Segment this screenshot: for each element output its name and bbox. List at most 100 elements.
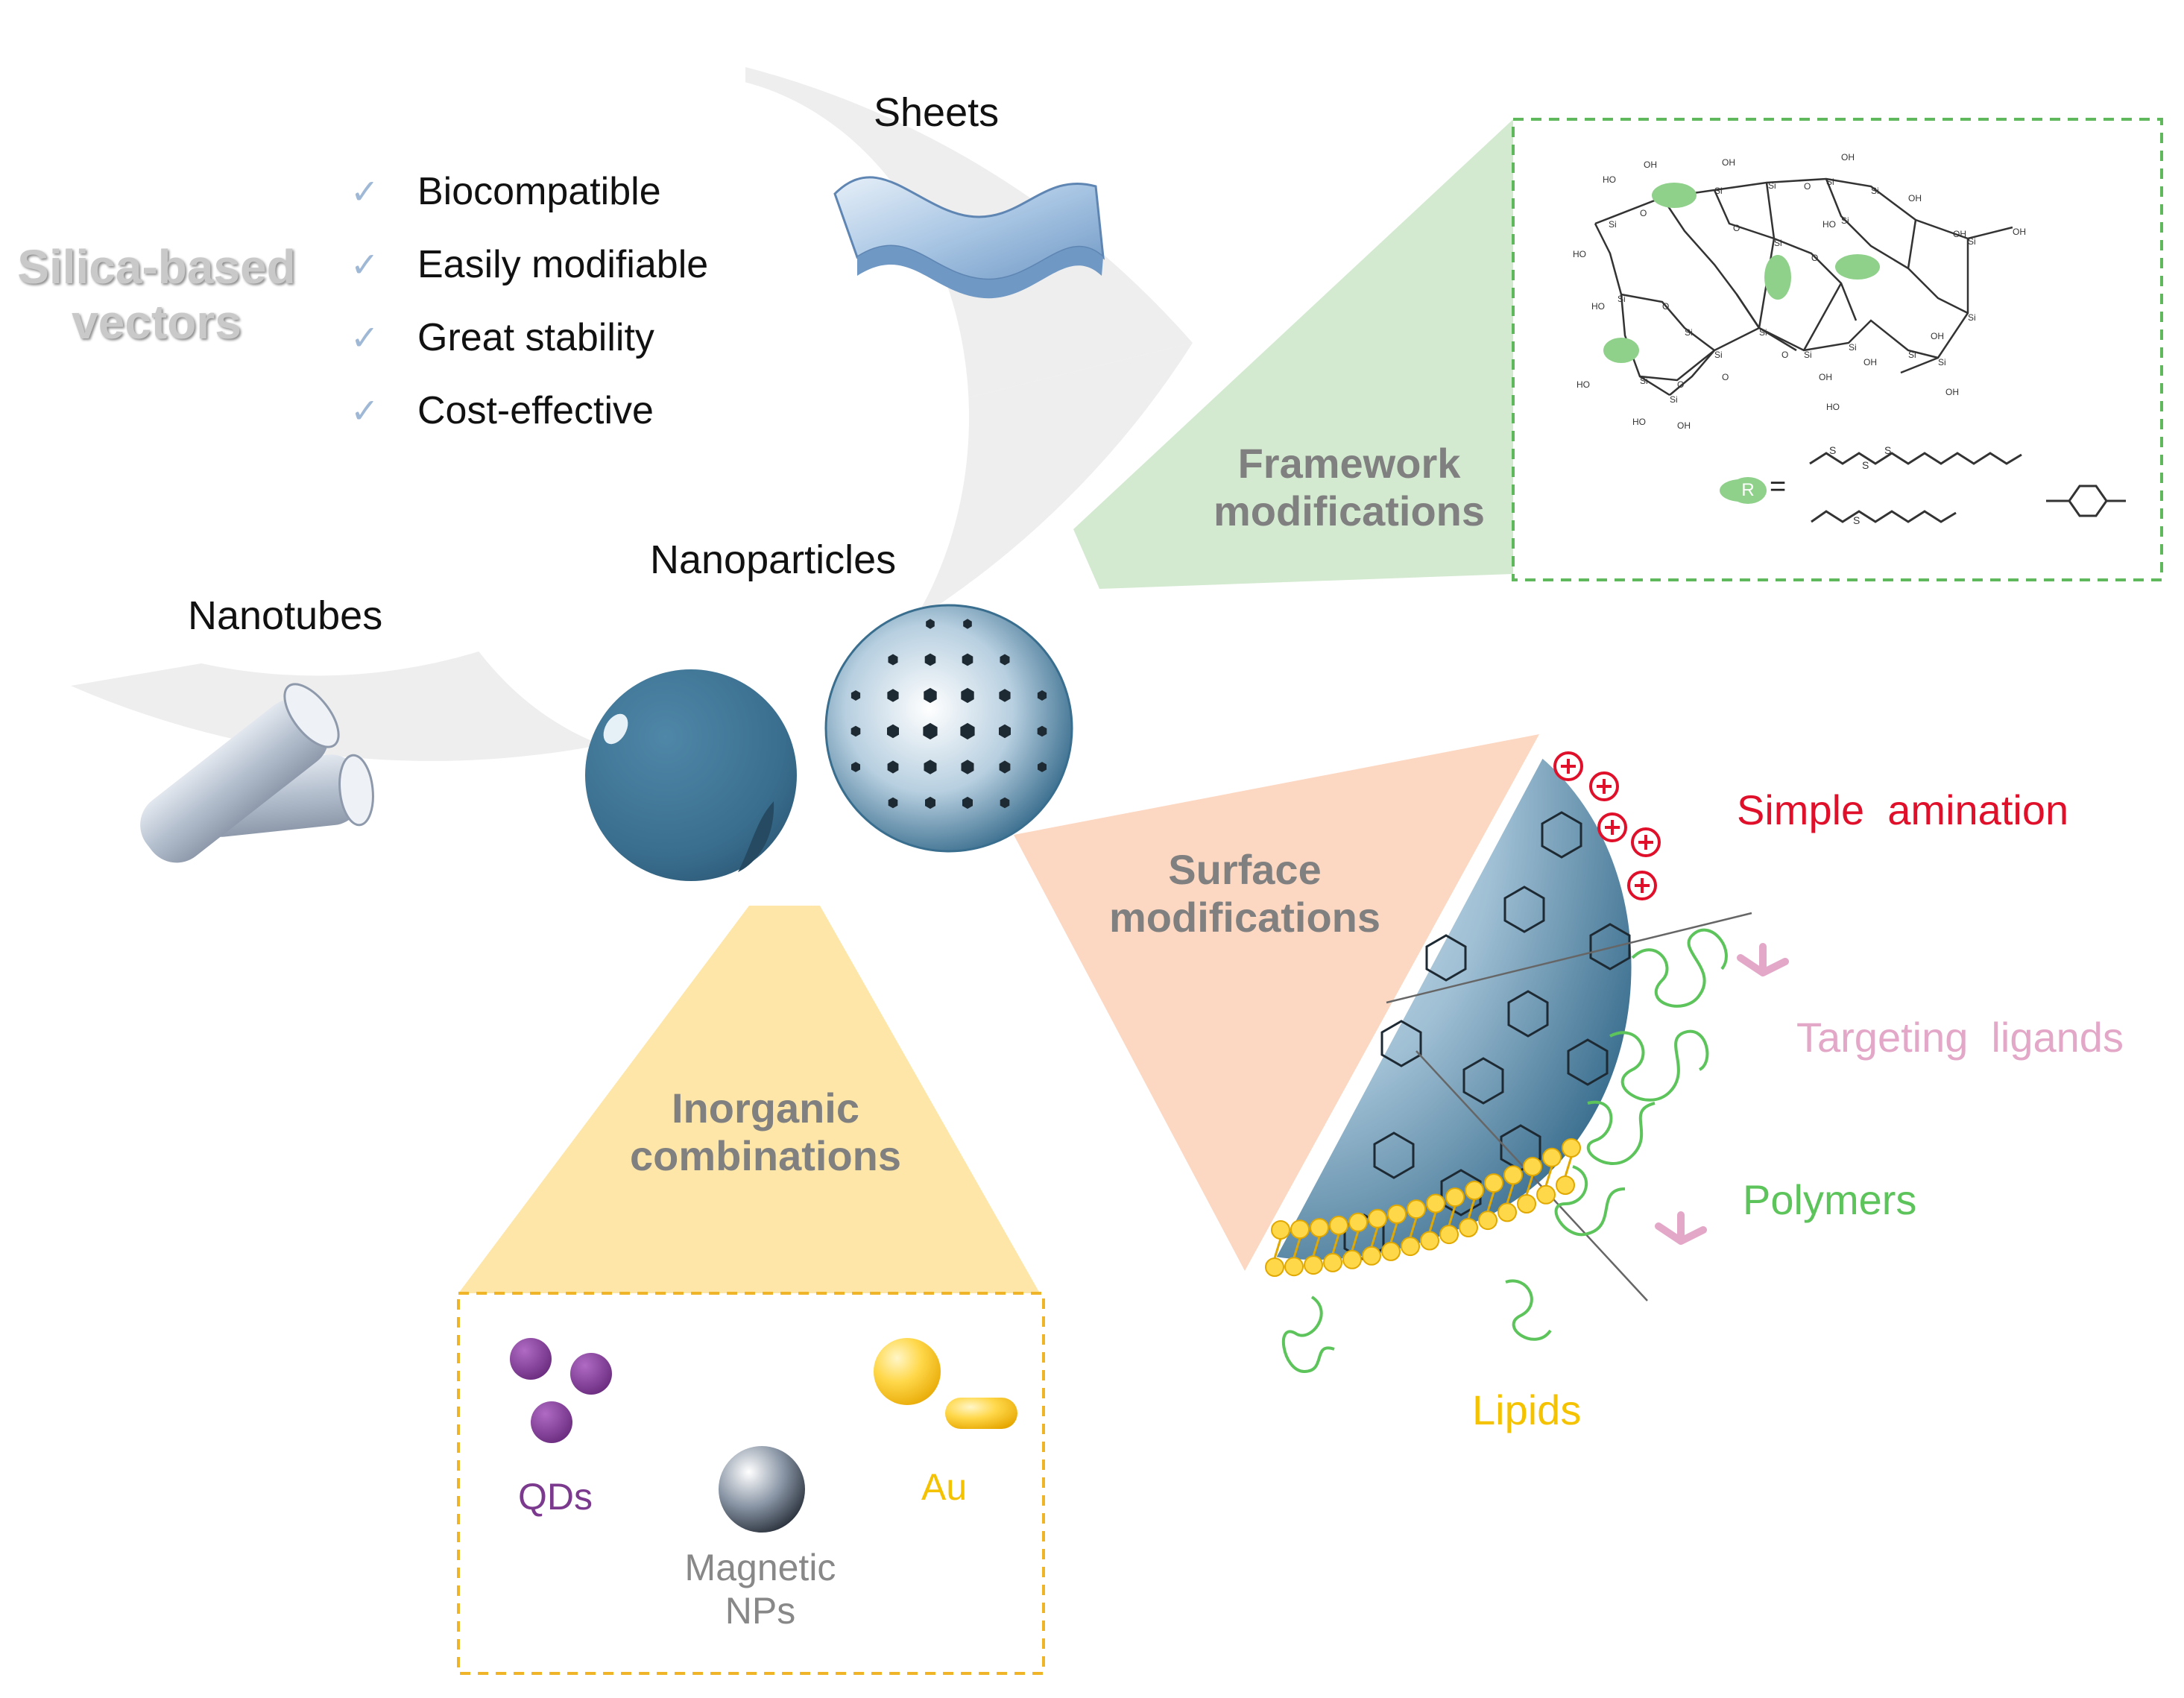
atom-label: HO [1603, 174, 1616, 185]
lipid-tail [1506, 1183, 1515, 1204]
lipid-head [1497, 1202, 1517, 1222]
pore [1507, 990, 1549, 1038]
lipid-head [1342, 1249, 1362, 1269]
pore [926, 619, 935, 629]
sulfur-label: S [1853, 514, 1860, 526]
lipid-head [1362, 1246, 1381, 1266]
magnetic-label-line2: NPs [725, 1589, 796, 1632]
pore [924, 760, 937, 774]
atom-label: Si [1871, 186, 1879, 196]
lipid-tail [1273, 1238, 1282, 1259]
lipid-tail [1564, 1156, 1573, 1177]
lipid-head [1439, 1225, 1459, 1245]
lipid-tail [1544, 1166, 1553, 1187]
atom-label: Si [1826, 177, 1834, 187]
list-item: ✓ Great stability [350, 312, 654, 364]
title: Silica-based vectors [7, 240, 306, 350]
atom-label: OH [2013, 227, 2026, 237]
lipid-head [1407, 1199, 1426, 1219]
lipid-head [1523, 1157, 1542, 1176]
atom-label: Si [1774, 238, 1782, 248]
porous-nanoparticle [824, 604, 1073, 853]
atom-label: HO [1826, 402, 1840, 412]
pore [924, 653, 936, 666]
framework-label: Framework modifications [1200, 440, 1498, 536]
property-cost-effective: Cost-effective [417, 389, 654, 432]
lipid-tail [1293, 1237, 1301, 1258]
atom-label: Si [1714, 186, 1723, 196]
property-great-stability: Great stability [417, 316, 654, 359]
lipid-head [1401, 1237, 1420, 1257]
gold-nanoparticles [874, 1338, 1017, 1429]
lipid-tail [1428, 1212, 1437, 1232]
lipid-head [1536, 1184, 1556, 1205]
pore [888, 797, 898, 809]
lipid-bilayer [1265, 1138, 1581, 1277]
lipid-head [1478, 1211, 1497, 1231]
atom-label: OH [1931, 331, 1944, 341]
check-icon: ✓ [350, 244, 379, 285]
nanotubes-label: Nanotubes [188, 593, 383, 638]
lipid-head [1484, 1173, 1503, 1193]
atom-label: OH [1722, 157, 1735, 168]
atom-label: Si [1609, 219, 1617, 230]
lipid-tail [1525, 1175, 1534, 1196]
lipid-head [1387, 1204, 1407, 1224]
pore [925, 796, 935, 809]
atom-label: HO [1632, 417, 1646, 427]
lipid-head [1465, 1181, 1484, 1200]
atom-label: O [1662, 301, 1670, 312]
nanotube-graphic [140, 683, 374, 863]
inorganic-label: Inorganic combinations [616, 1085, 915, 1181]
pore [1541, 811, 1582, 859]
pore [999, 760, 1011, 774]
atom-label: Si [1670, 394, 1678, 405]
amination-plus-signs [1561, 759, 1653, 893]
pore [1037, 690, 1047, 701]
lipid-head [1445, 1187, 1465, 1208]
atom-label: O [1722, 372, 1729, 382]
lipid-head [1310, 1218, 1329, 1238]
targeting-ligands-label: Targeting ligands [1796, 1014, 2124, 1061]
lipid-head [1517, 1194, 1536, 1213]
pore [999, 724, 1011, 739]
plain-nanoparticle [585, 669, 797, 881]
pore [888, 654, 898, 666]
atom-label: Si [1618, 294, 1626, 304]
magnetic-nps-label: Magnetic NPs [656, 1547, 865, 1632]
atom-label: OH [1945, 387, 1959, 397]
atom-label: O [1640, 208, 1647, 218]
lipid-head [1348, 1212, 1368, 1232]
lipid-head [1562, 1138, 1581, 1158]
framework-label-line1: Framework [1237, 440, 1461, 487]
pore [1000, 797, 1010, 809]
pore [1440, 1169, 1482, 1216]
pore [923, 722, 938, 740]
pore [1567, 1038, 1609, 1086]
inorganic-label-line2: combinations [629, 1132, 902, 1180]
title-line2: vectors [72, 294, 242, 349]
lipid-head [1459, 1218, 1478, 1237]
pore [924, 687, 937, 704]
lipid-head [1426, 1193, 1445, 1213]
pore [963, 619, 972, 629]
inorganic-wedge [458, 906, 1040, 1293]
lipid-tail [1409, 1217, 1418, 1238]
polymer-chains [1281, 928, 1728, 1374]
lipid-tail [1486, 1191, 1495, 1212]
pore [887, 724, 899, 739]
pore [960, 722, 975, 740]
pore [1380, 1020, 1422, 1067]
lipid-head [1290, 1219, 1310, 1240]
atom-label: OH [1863, 357, 1877, 367]
nanoparticles-label: Nanoparticles [650, 537, 897, 582]
lipid-tail [1389, 1222, 1398, 1243]
atom-label: OH [1644, 160, 1657, 170]
atom-label: Si [1908, 350, 1916, 360]
pore [962, 796, 973, 809]
atom-label: Si [1968, 236, 1976, 247]
sheet-graphic [833, 176, 1105, 299]
atom-label: OH [1908, 193, 1922, 203]
atom-label: Si [1841, 215, 1849, 226]
